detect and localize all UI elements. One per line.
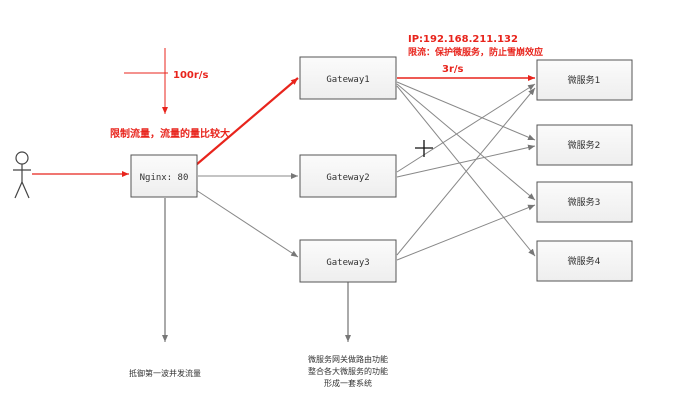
nginx-to-gateway1-arrow xyxy=(195,77,299,166)
rate-in-label: 100r/s xyxy=(173,70,208,81)
nginx-node: Nginx: 80 xyxy=(130,154,198,198)
nginx-note: 抵御第一波并发流量 xyxy=(129,368,201,378)
service2-node: 微服务2 xyxy=(536,124,633,166)
service1-label: 微服务1 xyxy=(568,74,601,86)
gateway-note-line2: 整合各大微服务的功能 xyxy=(308,366,388,376)
gateway-limit-label: 限流：保护微服务，防止雪崩效应 xyxy=(408,46,543,58)
user-icon xyxy=(13,151,31,199)
gateway3-to-service3-arrow xyxy=(396,204,536,261)
service4-node: 微服务4 xyxy=(536,240,633,282)
gateway1-to-service2-arrow xyxy=(396,81,536,141)
nginx-limit-label: 限制流量，流量的量比较大 xyxy=(110,127,230,140)
service2-label: 微服务2 xyxy=(568,139,601,151)
rate-out-label: 3r/s xyxy=(442,64,464,75)
gateway2-to-service1-arrow xyxy=(396,83,536,173)
service3-label: 微服务3 xyxy=(568,196,601,208)
gateway1-label: Gateway1 xyxy=(326,75,369,85)
gateway-note-line3: 形成一套系统 xyxy=(324,378,372,388)
gateway2-to-service2-arrow xyxy=(396,144,536,178)
gateway2-node: Gateway2 xyxy=(299,154,397,198)
service3-node: 微服务3 xyxy=(536,181,633,223)
crosshair-cursor-icon xyxy=(415,140,433,157)
gateway3-label: Gateway3 xyxy=(326,258,369,268)
gateway3-to-service1-arrow xyxy=(396,87,536,256)
service4-label: 微服务4 xyxy=(568,255,601,267)
rate-indicator xyxy=(124,48,168,114)
nginx-to-gateway3-arrow xyxy=(195,189,299,258)
service1-node: 微服务1 xyxy=(536,59,633,101)
gateway1-node: Gateway1 xyxy=(299,56,397,100)
gateway-note-line1: 微服务网关做路由功能 xyxy=(308,354,388,364)
nginx-label: Nginx: 80 xyxy=(140,173,189,183)
gateway2-label: Gateway2 xyxy=(326,173,369,183)
ip-label: IP:192.168.211.132 xyxy=(408,34,518,45)
gateway3-node: Gateway3 xyxy=(299,239,397,283)
gateway1-to-service3-arrow xyxy=(396,83,536,201)
